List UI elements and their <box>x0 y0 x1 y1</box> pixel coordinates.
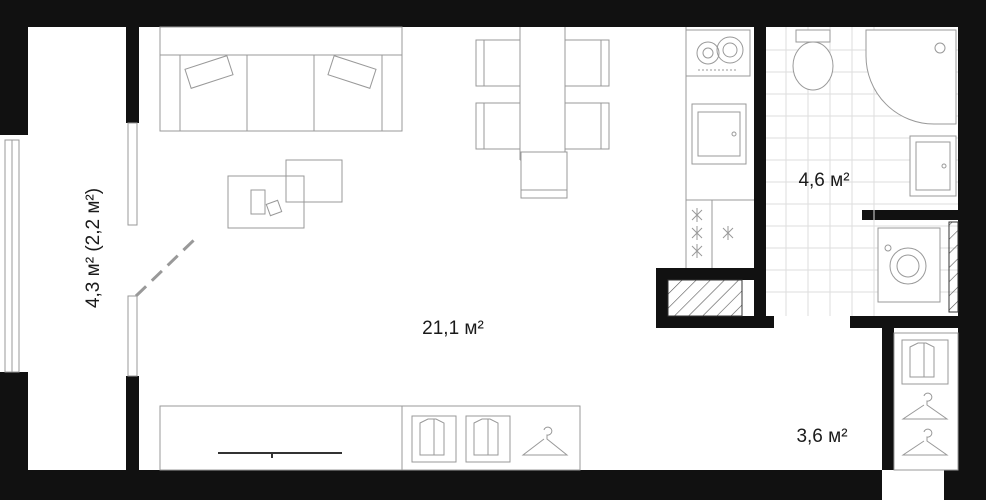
bathroom-area: 4,6 м² <box>798 170 849 191</box>
dining-set <box>475 27 610 199</box>
toilet-tank <box>795 29 831 43</box>
hanger-icon <box>521 426 569 456</box>
burner-marks <box>691 208 734 258</box>
hanger-icon <box>901 392 949 420</box>
hall-area: 3,6 м² <box>796 426 847 447</box>
wardrobe-living <box>401 405 581 471</box>
bathroom-fixtures <box>792 29 959 313</box>
toilet-bowl <box>792 41 834 91</box>
wardrobe-hall <box>893 332 959 471</box>
balcony-window <box>4 139 20 373</box>
kitchen <box>685 27 754 268</box>
coffee-table <box>227 159 343 229</box>
ventilation-shaft <box>667 279 743 317</box>
tv-unit <box>159 405 403 471</box>
living-room-area: 21,1 м² <box>422 318 484 339</box>
balcony-area: 4,3 м² (2,2 м²) <box>83 188 104 308</box>
shower-tray <box>865 29 957 125</box>
hanger-icon <box>901 428 949 456</box>
interior-windows <box>127 122 198 377</box>
sofa <box>159 26 403 132</box>
